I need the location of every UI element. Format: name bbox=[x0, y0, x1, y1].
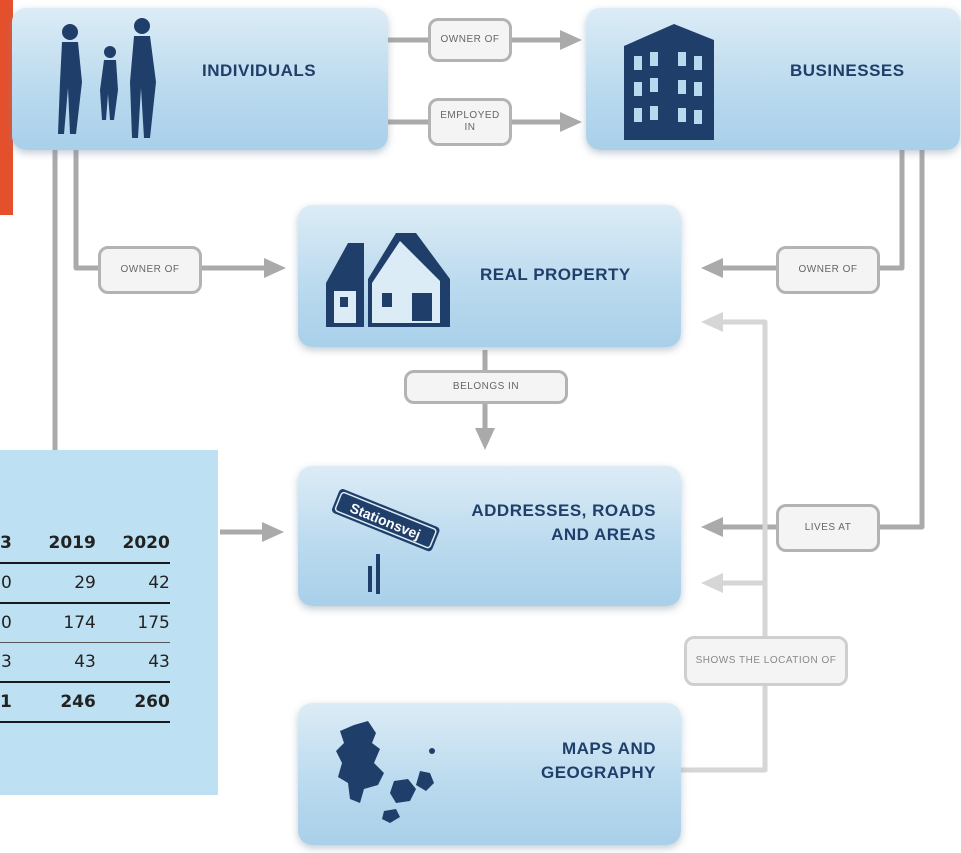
table-cell: 0 bbox=[0, 563, 12, 604]
relation-lives-at: LIVES AT bbox=[776, 504, 880, 552]
businesses-box: BUSINESSES bbox=[586, 8, 960, 150]
table-cell: 43 bbox=[11, 642, 96, 683]
addresses-title-line2: AND AREAS bbox=[551, 525, 656, 544]
table-cell: 0 bbox=[0, 603, 12, 643]
table-cell: 174 bbox=[11, 603, 96, 643]
table-header-cell: 3 bbox=[0, 524, 12, 564]
house-icon bbox=[326, 233, 450, 327]
table-cell: 175 bbox=[95, 603, 170, 643]
arrowhead bbox=[262, 522, 284, 542]
individuals-title: INDIVIDUALS bbox=[202, 61, 317, 80]
businesses-title: BUSINESSES bbox=[790, 61, 905, 80]
maps-box: MAPS AND GEOGRAPHY bbox=[298, 703, 681, 845]
figures-table: 3 2019 2020 0 29 42 0 174 175 3 43 43 1 … bbox=[0, 524, 170, 723]
relation-employed-in: EMPLOYED IN bbox=[428, 98, 512, 146]
relation-owner-of-business: OWNER OF bbox=[428, 18, 512, 62]
arrowhead bbox=[475, 428, 495, 450]
table-row: 0 174 175 bbox=[0, 603, 170, 643]
table-header-cell: 2019 bbox=[11, 524, 96, 564]
maps-title-line1: MAPS AND bbox=[561, 739, 656, 758]
denmark-map-icon bbox=[336, 721, 435, 823]
arrowhead bbox=[701, 258, 723, 278]
relation-owner-of-business-property: OWNER OF bbox=[776, 246, 880, 294]
table-cell: 246 bbox=[11, 682, 96, 723]
arrowhead bbox=[701, 312, 723, 332]
orange-accent-strip bbox=[0, 0, 13, 215]
people-icon bbox=[58, 18, 156, 138]
table-total-row: 1 246 260 bbox=[0, 682, 170, 723]
table-cell: 1 bbox=[0, 682, 12, 723]
street-sign-icon: Stationsvej bbox=[331, 489, 440, 594]
individuals-box: INDIVIDUALS bbox=[12, 8, 388, 150]
arrowhead bbox=[560, 30, 582, 50]
real-property-title: REAL PROPERTY bbox=[480, 265, 631, 284]
table-header-cell: 2020 bbox=[95, 524, 170, 564]
table-row: 0 29 42 bbox=[0, 563, 170, 604]
arrowhead bbox=[264, 258, 286, 278]
table-row: 3 43 43 bbox=[0, 642, 170, 683]
arrowhead bbox=[701, 517, 723, 537]
real-property-box: REAL PROPERTY bbox=[298, 205, 681, 347]
relation-belongs-in: BELONGS IN bbox=[404, 370, 568, 404]
table-header-row: 3 2019 2020 bbox=[0, 524, 170, 564]
building-icon bbox=[624, 24, 714, 140]
relation-shows-location-of: SHOWS THE LOCATION OF bbox=[684, 636, 848, 686]
arrowhead bbox=[560, 112, 582, 132]
table-cell: 43 bbox=[95, 642, 170, 683]
table-cell: 3 bbox=[0, 642, 12, 683]
addresses-title-line1: ADDRESSES, ROADS bbox=[471, 501, 656, 520]
maps-title-line2: GEOGRAPHY bbox=[540, 763, 656, 782]
table-cell: 42 bbox=[95, 563, 170, 604]
table-cell: 260 bbox=[95, 682, 170, 723]
relation-owner-of-individual-property: OWNER OF bbox=[98, 246, 202, 294]
arrowhead bbox=[701, 573, 723, 593]
figures-table-panel: 3 2019 2020 0 29 42 0 174 175 3 43 43 1 … bbox=[0, 450, 218, 795]
table-cell: 29 bbox=[11, 563, 96, 604]
addresses-box: Stationsvej ADDRESSES, ROADS AND AREAS bbox=[298, 466, 681, 606]
